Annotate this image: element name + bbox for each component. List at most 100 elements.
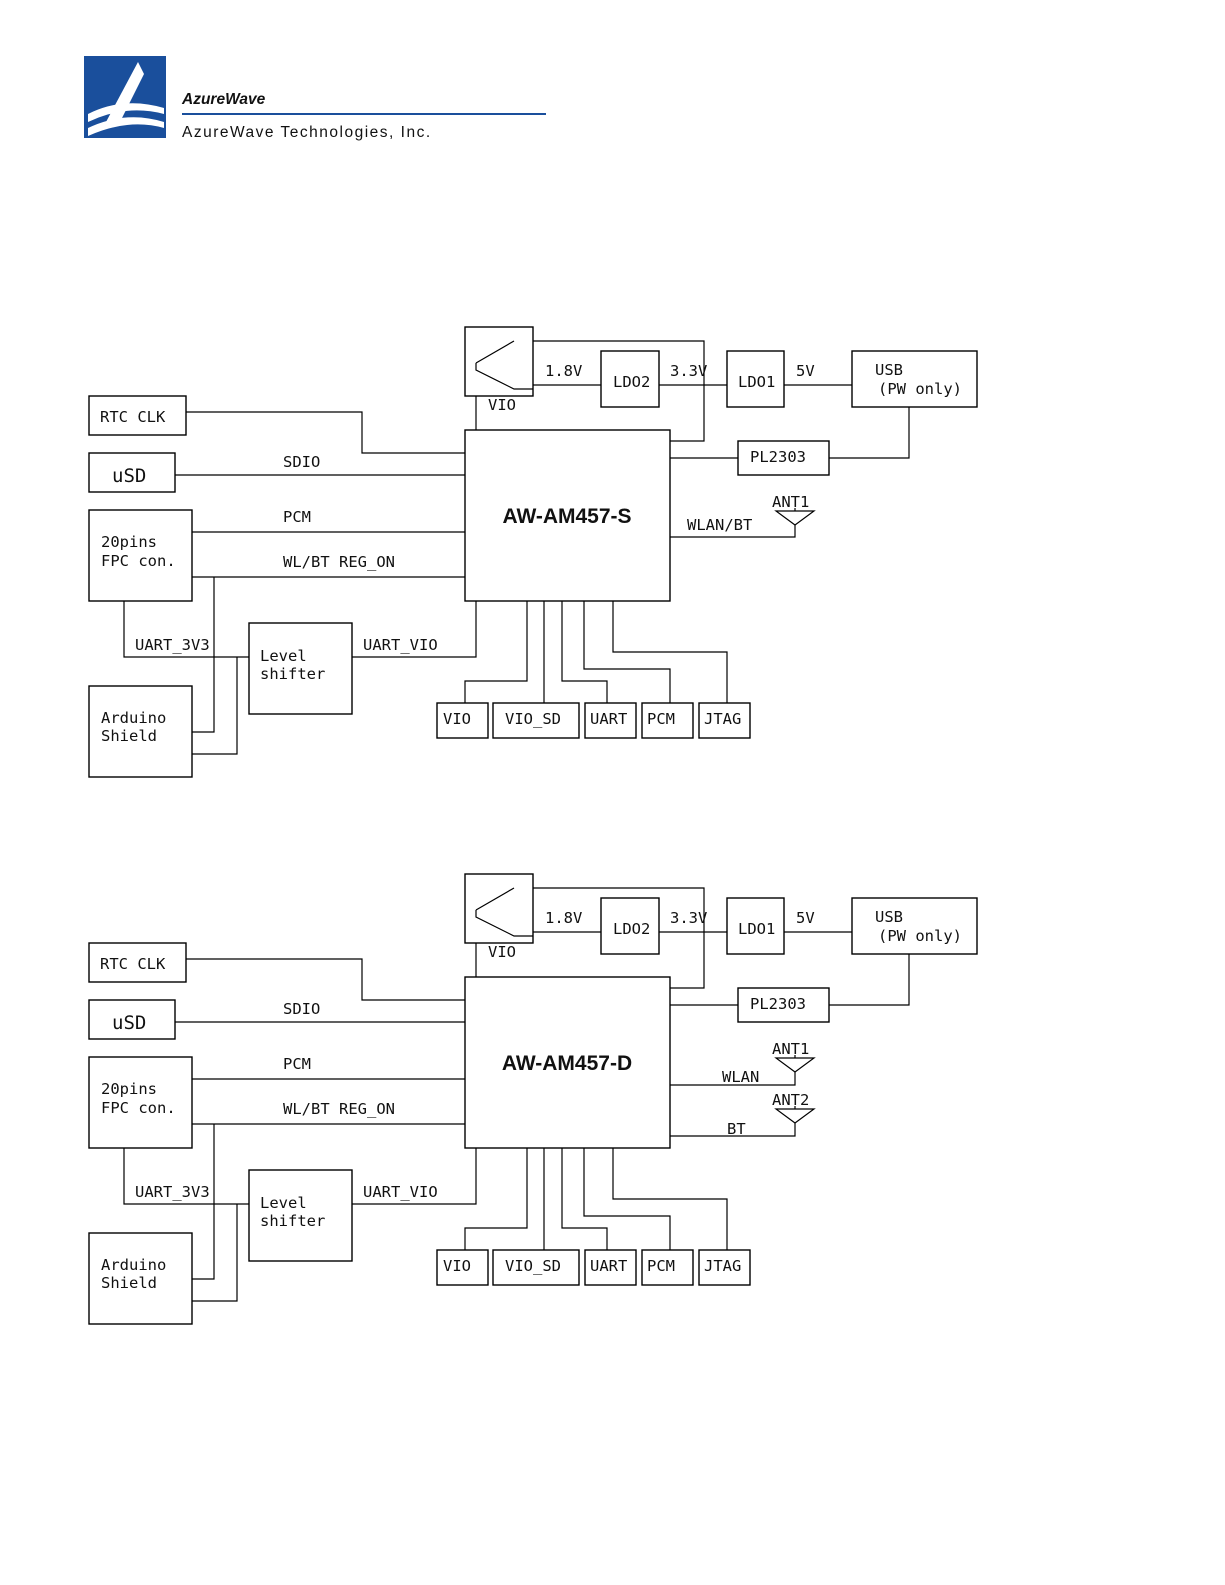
ldo1-label: LDO1 [738, 373, 775, 391]
rtc-clk-block [88, 942, 187, 983]
ldo2-label: LDO2 [613, 920, 650, 938]
header-vio [436, 1249, 489, 1286]
v33-label: 3.3V [670, 362, 707, 380]
ldo1-label: LDO1 [738, 920, 775, 938]
header-pcm [641, 1249, 694, 1286]
fpc-connector-block [88, 509, 193, 602]
vio-label: VIO [488, 396, 516, 414]
ant1-signal-label: WLAN/BT [687, 516, 752, 534]
ldo2-label: LDO2 [613, 373, 650, 391]
fpc-connector-block [88, 1056, 193, 1149]
rtc-clk-block [88, 395, 187, 436]
rtc-clk-label: RTC CLK [100, 408, 166, 426]
header-uart [584, 702, 637, 739]
arduino-label: Arduino [101, 1256, 166, 1274]
regon-signal-label: WL/BT REG_ON [283, 553, 395, 571]
v5-label: 5V [796, 362, 815, 380]
usb-block [851, 897, 978, 955]
arduino-shield-block [88, 1232, 193, 1325]
arduino-shield-block [88, 685, 193, 778]
usb-sublabel: (PW only) [878, 380, 962, 398]
pl2303-label: PL2303 [750, 995, 806, 1013]
usb-sublabel: (PW only) [878, 927, 962, 945]
pcm-signal-label: PCM [283, 508, 311, 526]
fpc-sublabel: FPC con. [101, 1099, 176, 1117]
pcm-signal-label: PCM [283, 1055, 311, 1073]
v33-label: 3.3V [670, 909, 707, 927]
header-vio-sd-label: VIO_SD [505, 710, 561, 728]
arduino-label: Arduino [101, 709, 166, 727]
uart3v3-label: UART_3V3 [135, 1183, 210, 1201]
ant2-label: ANT2 [772, 1091, 809, 1109]
main-module-block [464, 429, 671, 602]
rtc-clk-label: RTC CLK [100, 955, 166, 973]
arduino-sublabel: Shield [101, 727, 157, 745]
header-uart-label: UART [590, 1257, 627, 1275]
pl2303-block [737, 987, 830, 1023]
header-vio-label: VIO [443, 1257, 471, 1275]
vio-regulator [464, 326, 534, 397]
ldo2-block [600, 350, 660, 408]
ldo1-block [726, 897, 785, 955]
fpc-label: 20pins [101, 1080, 157, 1098]
main-module-block [464, 976, 671, 1149]
level-shifter-label: Level [260, 647, 307, 665]
level-shifter-block [248, 622, 353, 715]
level-shifter-sublabel: shifter [260, 1212, 325, 1230]
pl2303-block [737, 440, 830, 476]
header-pcm-label: PCM [647, 710, 675, 728]
ant1-label: ANT1 [772, 1040, 809, 1058]
pl2303-label: PL2303 [750, 448, 806, 466]
v18-label: 1.8V [545, 362, 582, 380]
usd-block [88, 452, 176, 493]
sdio-label: SDIO [283, 1000, 320, 1018]
header-vio-sd-label: VIO_SD [505, 1257, 561, 1275]
vio-label: VIO [488, 943, 516, 961]
company-name: AzureWave Technologies, Inc. [182, 124, 432, 141]
main-module-label: AW-AM457-D [502, 1052, 632, 1075]
main-module-label: AW-AM457-S [502, 505, 631, 528]
header-pcm-label: PCM [647, 1257, 675, 1275]
sdio-label: SDIO [283, 453, 320, 471]
brand-wordmark: AzureWave [181, 91, 266, 108]
header-uart [584, 1249, 637, 1286]
header-jtag-label: JTAG [704, 1257, 741, 1275]
usd-label: uSD [112, 465, 146, 487]
ldo1-block [726, 350, 785, 408]
uartvio-label: UART_VIO [363, 636, 438, 654]
v5-label: 5V [796, 909, 815, 927]
header-jtag [698, 1249, 751, 1286]
regon-signal-label: WL/BT REG_ON [283, 1100, 395, 1118]
ant2-signal-label: BT [727, 1120, 746, 1138]
ant1-label: ANT1 [772, 493, 809, 511]
header-vio-sd [492, 702, 580, 739]
header-vio-label: VIO [443, 710, 471, 728]
usb-label: USB [875, 361, 903, 379]
header-jtag-label: JTAG [704, 710, 741, 728]
uartvio-label: UART_VIO [363, 1183, 438, 1201]
level-shifter-block [248, 1169, 353, 1262]
level-shifter-sublabel: shifter [260, 665, 325, 683]
usb-block [851, 350, 978, 408]
fpc-sublabel: FPC con. [101, 552, 176, 570]
v18-label: 1.8V [545, 909, 582, 927]
usd-block [88, 999, 176, 1040]
ant1-signal-label: WLAN [722, 1068, 759, 1086]
header-vio-sd [492, 1249, 580, 1286]
azurewave-logo-mark: AzureWave AzureWave Technologies, Inc. [84, 56, 546, 141]
fpc-label: 20pins [101, 533, 157, 551]
vio-regulator [464, 873, 534, 944]
uart3v3-label: UART_3V3 [135, 636, 210, 654]
arduino-sublabel: Shield [101, 1274, 157, 1292]
ldo2-block [600, 897, 660, 955]
header-jtag [698, 702, 751, 739]
header-uart-label: UART [590, 710, 627, 728]
level-shifter-label: Level [260, 1194, 307, 1212]
usd-label: uSD [112, 1012, 146, 1034]
azurewave-logo: AzureWave AzureWave Technologies, Inc. [84, 52, 554, 144]
usb-label: USB [875, 908, 903, 926]
block-diagram-d: VIO 1.8V 3.3V 5V LDO2 LDO1 USB (PW only)… [0, 867, 1225, 1347]
header-pcm [641, 702, 694, 739]
block-diagram-s: VIO 1.8V 3.3V 5V LDO2 LDO1 USB (PW only)… [0, 320, 1225, 800]
header-vio [436, 702, 489, 739]
